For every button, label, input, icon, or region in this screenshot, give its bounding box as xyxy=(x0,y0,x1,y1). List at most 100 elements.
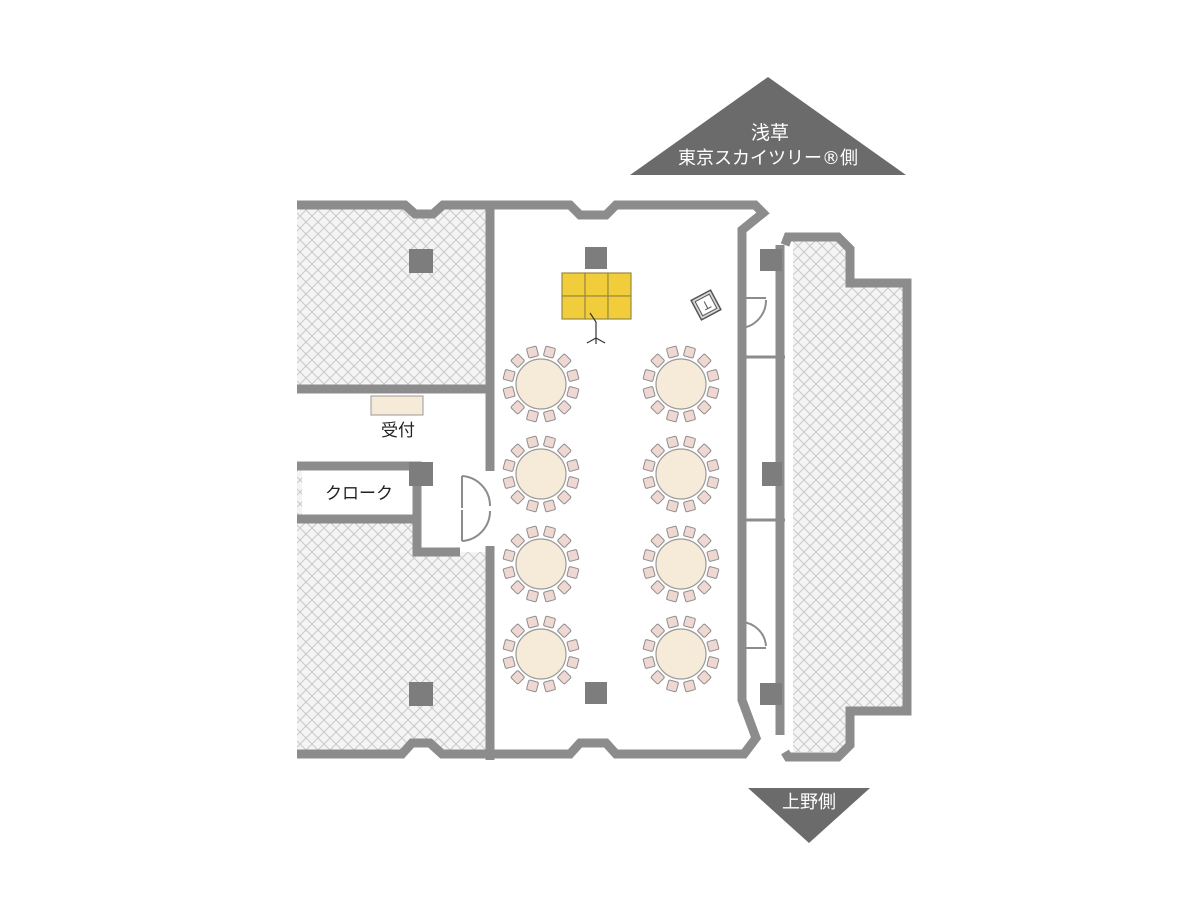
chair-icon xyxy=(666,499,679,513)
restricted-areas xyxy=(297,205,903,754)
chair-icon xyxy=(566,386,580,399)
chair-icon xyxy=(502,656,516,669)
chair-icon xyxy=(683,345,696,359)
round-table-icon xyxy=(515,448,567,500)
chair-icon xyxy=(650,670,665,685)
chair-icon xyxy=(650,353,665,368)
chair-icon xyxy=(697,623,712,638)
chair-icon xyxy=(650,533,665,548)
chair-icon xyxy=(642,476,656,489)
chair-icon xyxy=(510,580,525,595)
chair-icon xyxy=(642,386,656,399)
chair-icon xyxy=(706,476,720,489)
restricted-area-bottom-left xyxy=(297,519,488,754)
round-table-icon xyxy=(515,628,567,680)
direction-top-line1: 浅草 xyxy=(751,122,789,144)
round-table xyxy=(642,525,720,603)
chair-icon xyxy=(557,490,572,505)
round-table xyxy=(642,345,720,423)
chair-icon xyxy=(706,369,720,382)
round-table-icon xyxy=(655,358,707,410)
chair-icon xyxy=(557,400,572,415)
door-icon xyxy=(461,475,492,542)
chair-icon xyxy=(666,615,679,629)
doors xyxy=(461,297,768,649)
direction-top-line2: 東京スカイツリー®側 xyxy=(678,148,858,169)
chair-icon xyxy=(543,589,556,603)
chair-icon xyxy=(502,476,516,489)
chair-icon xyxy=(642,369,656,382)
pillar-icon xyxy=(762,462,782,486)
reception: 受付 xyxy=(370,395,424,441)
chair-icon xyxy=(697,443,712,458)
chair-icon xyxy=(706,459,720,472)
chair-icon xyxy=(557,443,572,458)
chair-icon xyxy=(650,580,665,595)
chair-icon xyxy=(683,679,696,693)
chair-icon xyxy=(543,615,556,629)
chair-icon xyxy=(650,623,665,638)
chair-icon xyxy=(666,589,679,603)
chair-icon xyxy=(666,345,679,359)
chair-icon xyxy=(543,345,556,359)
chair-icon xyxy=(566,459,580,472)
chair-icon xyxy=(526,409,539,423)
chair-icon xyxy=(666,409,679,423)
walls xyxy=(297,200,912,762)
reception-desk xyxy=(370,395,424,416)
microphone-stand-icon xyxy=(586,312,606,344)
chair-icon xyxy=(526,679,539,693)
chair-icon xyxy=(642,566,656,579)
round-table-icon xyxy=(515,538,567,590)
round-table xyxy=(642,435,720,513)
chair-icon xyxy=(557,580,572,595)
chair-icon xyxy=(502,639,516,652)
chair-icon xyxy=(697,533,712,548)
chair-icon xyxy=(650,490,665,505)
chair-icon xyxy=(666,525,679,539)
chair-icon xyxy=(510,533,525,548)
round-table xyxy=(502,435,580,513)
round-table-icon xyxy=(655,448,707,500)
projector-icon xyxy=(690,289,722,321)
chair-icon xyxy=(543,409,556,423)
chair-icon xyxy=(566,656,580,669)
chair-icon xyxy=(642,549,656,562)
chair-icon xyxy=(683,589,696,603)
pillar-icon xyxy=(585,682,607,704)
chair-icon xyxy=(650,443,665,458)
chair-icon xyxy=(683,525,696,539)
pillar-icon xyxy=(760,683,782,705)
door-icon xyxy=(741,621,767,649)
round-tables xyxy=(502,345,720,693)
pillars xyxy=(409,247,782,706)
round-table-icon xyxy=(655,628,707,680)
chair-icon xyxy=(526,345,539,359)
round-table xyxy=(502,615,580,693)
south-arrow-icon xyxy=(748,788,870,843)
chair-icon xyxy=(683,615,696,629)
chair-icon xyxy=(526,435,539,449)
chair-icon xyxy=(543,525,556,539)
pillar-icon xyxy=(409,249,433,273)
chair-icon xyxy=(510,400,525,415)
chair-icon xyxy=(526,615,539,629)
pillar-icon xyxy=(585,247,607,269)
chair-icon xyxy=(502,566,516,579)
chair-icon xyxy=(510,623,525,638)
pillar-icon xyxy=(409,462,433,486)
cloakroom-label: クローク xyxy=(325,484,393,504)
chair-icon xyxy=(642,639,656,652)
chair-icon xyxy=(683,409,696,423)
direction-bottom-label: 上野側 xyxy=(782,792,836,813)
chair-icon xyxy=(683,499,696,513)
round-table xyxy=(642,615,720,693)
chair-icon xyxy=(650,400,665,415)
round-table-icon xyxy=(515,358,567,410)
chair-icon xyxy=(706,386,720,399)
chair-icon xyxy=(510,353,525,368)
chair-icon xyxy=(526,589,539,603)
direction-bottom-marker: 上野側 xyxy=(748,788,870,843)
chair-icon xyxy=(502,459,516,472)
